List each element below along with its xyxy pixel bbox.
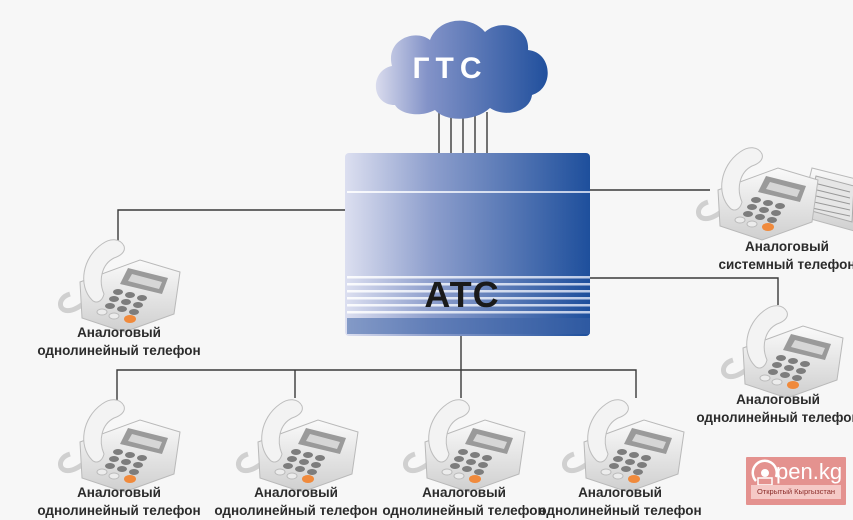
label-line: Аналоговый [77,325,161,340]
phone-label: Аналоговый однолинейный телефон [214,484,377,520]
phone-label: Аналоговый однолинейный телефон [696,391,853,427]
phone-label: Аналоговый однолинейный телефон [37,484,200,520]
label-line: Аналоговый [254,485,338,500]
label-line: системный телефон [718,257,853,272]
phone-label: Аналоговый однолинейный телефон [538,484,701,520]
phone-icon [238,400,358,492]
phone-icon [564,400,684,492]
label-line: однолинейный телефон [37,343,201,358]
system-phone-label: Аналоговый системный телефон [718,238,853,274]
label-line: Аналоговый [578,485,662,500]
label-line: однолинейный телефон [37,503,201,518]
label-line: Аналоговый [422,485,506,500]
watermark-brand: pen.kg [776,459,843,484]
phone-icon [60,240,180,332]
label-line: однолинейный телефон [382,503,546,518]
label-line: Аналоговый [745,239,829,254]
label-line: Аналоговый [736,392,820,407]
label-line: однолинейный телефон [538,503,702,518]
cloud-label: ГТС [412,52,488,85]
label-line: однолинейный телефон [214,503,378,518]
system-phone-icon [698,148,853,240]
label-line: Аналоговый [77,485,161,500]
phone-label: Аналоговый однолинейный телефон [382,484,545,520]
phone-label: Аналоговый однолинейный телефон [37,324,200,360]
pbx-label: АТС [424,274,500,315]
watermark-subtitle: Открытый Кыргызстан [751,485,841,499]
pbx-box-icon [345,153,590,336]
phone-icon [405,400,525,492]
phone-icon [723,306,843,398]
phone-icon [60,400,180,492]
watermark: pen.kg Открытый Кыргызстан [746,457,846,505]
label-line: однолинейный телефон [696,410,853,425]
connection-lines [116,189,779,400]
